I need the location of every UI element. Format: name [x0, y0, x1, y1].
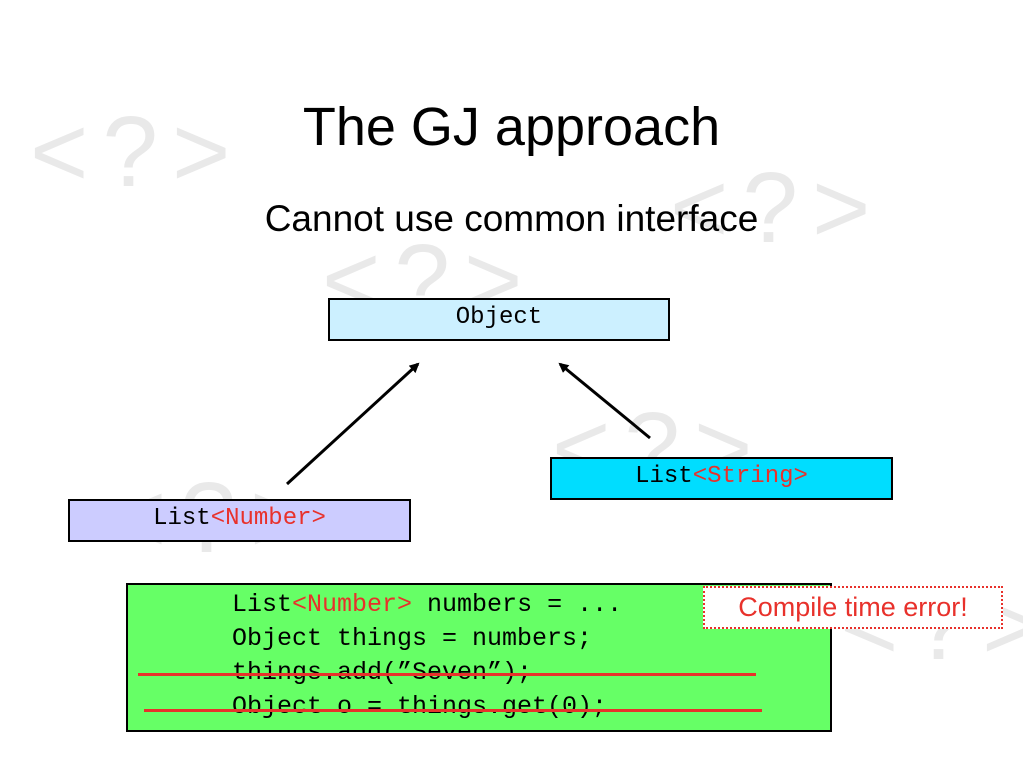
- strikethrough-line-3: [138, 673, 756, 676]
- code-line-1: List<Number> numbers = ...: [232, 590, 623, 619]
- code-line-2: Object things = numbers;: [232, 624, 593, 653]
- object-box-label: Object: [455, 304, 543, 331]
- arrow-list-number-to-object: [285, 362, 420, 486]
- list-number-type-param: <Number>: [210, 505, 326, 532]
- watermark-glyph: <?>: [670, 152, 885, 264]
- list-string-box: List<String>: [550, 457, 893, 500]
- page-subtitle: Cannot use common interface: [264, 198, 759, 239]
- arrow-list-string-to-object: [558, 362, 651, 440]
- object-box: Object: [328, 298, 670, 341]
- page-title: The GJ approach: [302, 97, 721, 157]
- strikethrough-line-4: [144, 709, 762, 712]
- watermark-glyph: <?>: [30, 96, 245, 208]
- list-number-box: List<Number>: [68, 499, 411, 542]
- list-string-type-param: <String>: [692, 463, 808, 490]
- code-line-4: Object o = things.get(0);: [232, 692, 608, 721]
- compile-error-callout: Compile time error!: [703, 586, 1003, 629]
- code-line-3: things.add(”Seven”);: [232, 658, 533, 687]
- list-string-base: List: [635, 463, 693, 490]
- list-number-base: List: [153, 505, 211, 532]
- code-block: List<Number> numbers = ... Object things…: [126, 583, 832, 732]
